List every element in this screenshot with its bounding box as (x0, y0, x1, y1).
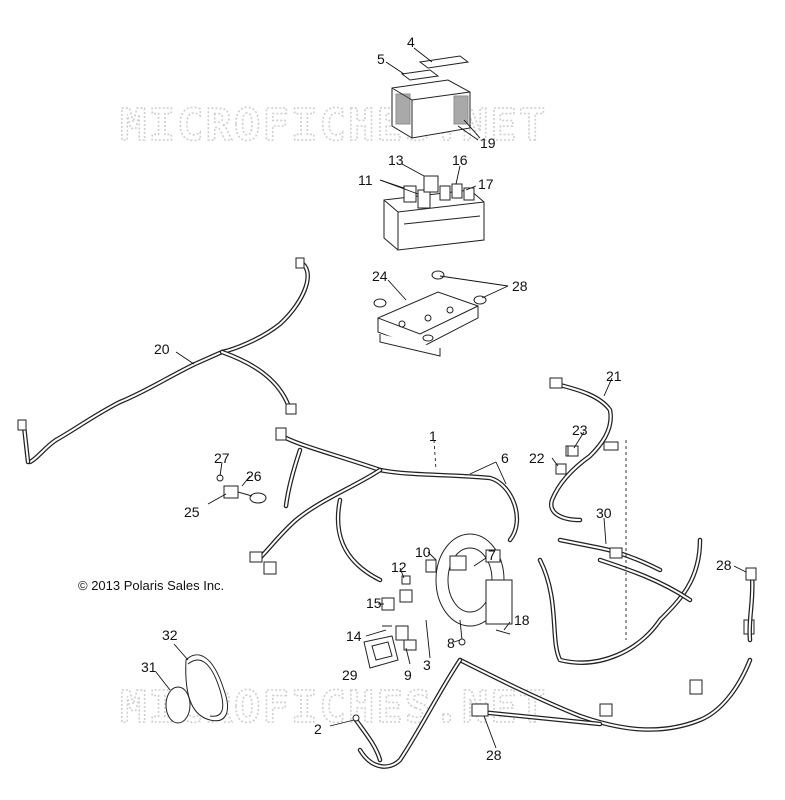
callout-23: 23 (572, 422, 588, 438)
callout-22: 22 (529, 450, 545, 466)
sensor-25-26-27 (216, 474, 267, 504)
harness-31 (557, 537, 663, 573)
callout-27: 27 (214, 450, 230, 466)
callout-28-right: 28 (716, 557, 732, 573)
relay-fuse-block (383, 175, 485, 251)
callout-10: 10 (415, 544, 431, 560)
harness-20 (17, 257, 310, 465)
callout-11: 11 (358, 172, 373, 188)
harness-21 (549, 377, 619, 523)
callout-3: 3 (423, 657, 431, 673)
connector-cluster (381, 575, 417, 651)
callout-21: 21 (606, 368, 622, 384)
fasteners-8-18 (458, 619, 511, 646)
callout-13: 13 (388, 152, 404, 168)
callout-5: 5 (377, 51, 385, 67)
watermark-top: MICROFICHES.NET (120, 100, 547, 151)
callout-2: 2 (314, 721, 322, 737)
callout-17: 17 (478, 176, 494, 192)
callout-4: 4 (407, 34, 415, 50)
callout-1-dashed-line (433, 439, 437, 471)
callout-32: 31 (141, 659, 157, 675)
connectors-22-23 (555, 445, 579, 475)
copyright-notice: © 2013 Polaris Sales Inc. (78, 578, 224, 593)
callout-6: 6 (501, 450, 509, 466)
callout-1: 1 (429, 428, 437, 444)
main-harness-1 (249, 427, 520, 583)
harness-2 (352, 714, 383, 763)
callout-28-bottom: 28 (486, 747, 502, 763)
callout-31: 30 (596, 505, 612, 521)
callout-19: 19 (480, 135, 496, 151)
callout-8: 8 (447, 635, 455, 651)
fuse-box-cover (391, 55, 471, 139)
callout-25: 25 (184, 504, 200, 520)
callout-26: 26 (246, 468, 262, 484)
callout-7: 7 (488, 547, 496, 563)
loops-32-33 (165, 654, 228, 724)
leader-lines (155, 47, 747, 749)
callout-30: 29 (342, 667, 358, 683)
callout-18: 18 (514, 612, 530, 628)
callout-12: 12 (391, 559, 407, 575)
callout-24: 24 (372, 268, 388, 284)
callout-33: 32 (162, 627, 178, 643)
callout-15: 15 (366, 595, 382, 611)
harness-28 (745, 567, 757, 643)
callout-20: 20 (154, 341, 170, 357)
mounting-bracket (373, 270, 487, 357)
callout-29: 28 (512, 278, 528, 294)
central-components (425, 533, 513, 627)
callout-14: 14 (346, 628, 362, 644)
callout-16: 16 (452, 152, 468, 168)
lower-harness (357, 537, 755, 769)
callout-9: 9 (404, 667, 412, 683)
module-30 (363, 635, 399, 669)
